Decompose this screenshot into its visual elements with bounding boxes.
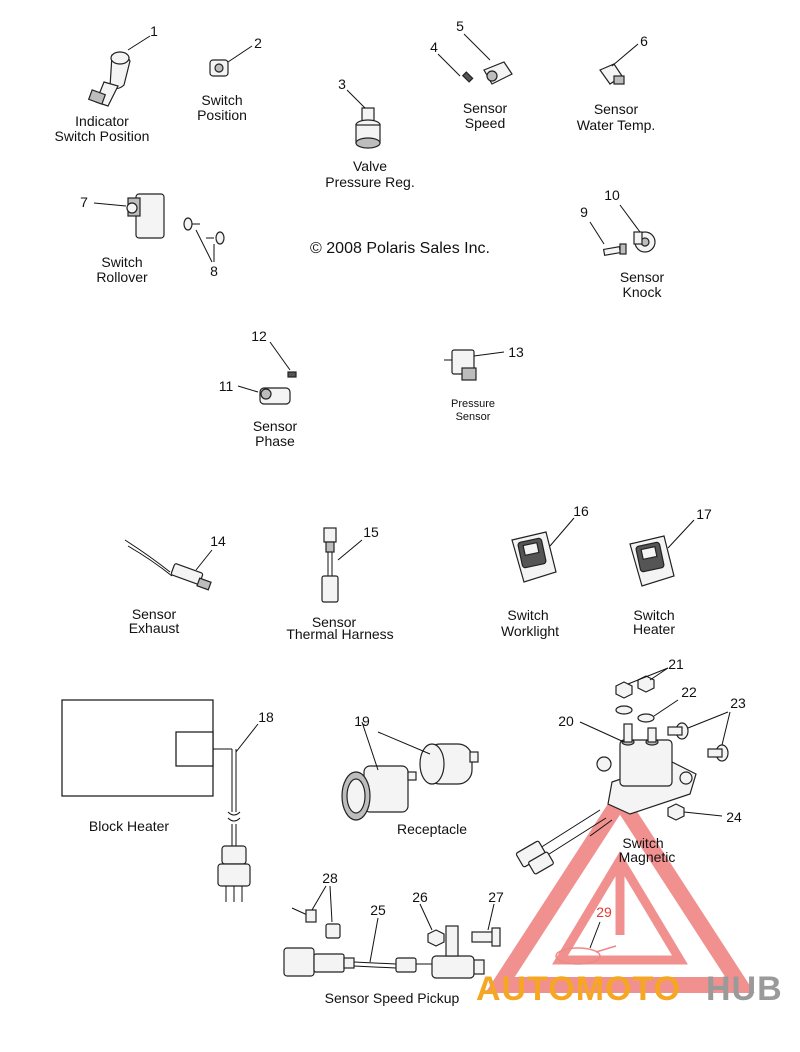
part-number-4: 4 <box>430 39 438 55</box>
part-label-7-line-2: Rollover <box>96 269 148 285</box>
part-label-17-line-2: Heater <box>633 621 675 637</box>
part-number-23: 23 <box>730 695 746 711</box>
part-label-25: Sensor Speed Pickup <box>325 990 460 1006</box>
part-20-switch-magnetic: 20 Switch Magnetic <box>515 713 697 875</box>
copyright-text: © 2008 Polaris Sales Inc. <box>310 240 490 257</box>
part-number-21: 21 <box>668 656 684 672</box>
part-label-2-line-1: Switch <box>201 92 242 108</box>
part-label-1-line-2: Switch Position <box>55 128 150 144</box>
part-number-8: 8 <box>210 263 218 279</box>
part-label-5-line-2: Speed <box>465 115 505 131</box>
part-23-bolts: 23 <box>667 695 746 762</box>
part-24-nut: 24 <box>596 756 742 825</box>
part-18-block-heater: 18 Block Heater <box>61 699 274 902</box>
part-label-2-line-2: Position <box>197 107 247 123</box>
part-number-28: 28 <box>322 870 338 886</box>
part-label-3-line-2: Pressure Reg. <box>325 174 414 190</box>
part-10-sensor-knock: 10 Sensor Knock <box>604 187 664 300</box>
part-5-sensor-speed: 5 Sensor Speed <box>456 18 513 131</box>
part-number-14: 14 <box>210 533 226 549</box>
part-label-15-line-2: Thermal Harness <box>286 626 393 642</box>
part-27-bolt: 27 <box>471 889 504 947</box>
part-16-switch-worklight: 16 Switch Worklight <box>501 503 589 639</box>
part-number-15: 15 <box>363 524 379 540</box>
part-number-10: 10 <box>604 187 620 203</box>
part-number-7: 7 <box>80 194 88 210</box>
part-8-screws: 8 <box>183 217 225 279</box>
part-number-24: 24 <box>726 809 742 825</box>
part-number-26: 26 <box>412 889 428 905</box>
part-number-1: 1 <box>150 23 158 39</box>
part-6-sensor-water-temp: 6 Sensor Water Temp. <box>577 33 656 133</box>
part-14-sensor-exhaust: 14 Sensor Exhaust <box>124 533 226 636</box>
part-label-18: Block Heater <box>89 818 169 834</box>
part-label-1-line-1: Indicator <box>75 113 129 129</box>
part-9-bolt: 9 <box>580 204 627 257</box>
part-label-7-line-1: Switch <box>101 254 142 270</box>
part-29-cable-tie: 29 <box>555 904 617 965</box>
part-number-27: 27 <box>488 889 504 905</box>
part-11-sensor-phase: 11 Sensor Phase <box>219 378 298 449</box>
part-label-3-line-1: Valve <box>353 158 387 174</box>
part-label-14-line-2: Exhaust <box>129 620 180 636</box>
watermark-text: AUTOMOTO HUB <box>476 970 783 1008</box>
part-label-20-line-1: Switch <box>622 835 663 851</box>
part-label-11-line-2: Phase <box>255 433 295 449</box>
part-number-9: 9 <box>580 204 588 220</box>
part-label-15-line-1: Sensor <box>312 614 357 630</box>
part-number-5: 5 <box>456 18 464 34</box>
part-number-29: 29 <box>596 904 612 920</box>
part-3-valve-pressure-reg: 3 Valve Pressure Reg. <box>325 76 414 190</box>
part-label-10-line-1: Sensor <box>620 269 665 285</box>
part-number-3: 3 <box>338 76 346 92</box>
part-number-12: 12 <box>251 328 267 344</box>
part-1-indicator-switch-position: 1 Indicator Switch Position <box>55 23 159 144</box>
part-7-switch-rollover: 7 Switch Rollover <box>80 193 165 285</box>
part-label-20-line-2: Magnetic <box>619 849 676 865</box>
part-label-16-line-1: Switch <box>507 607 548 623</box>
part-label-17-line-1: Switch <box>633 607 674 623</box>
watermark-logo <box>485 785 755 993</box>
watermark-part1: AUTOMOTO <box>476 970 681 1008</box>
part-label-10-line-2: Knock <box>623 284 663 300</box>
part-19-receptacle: 19 Receptacle <box>341 713 479 837</box>
part-label-19: Receptacle <box>397 821 467 837</box>
part-13-pressure-sensor: 13 Pressure Sensor <box>444 344 524 423</box>
part-number-18: 18 <box>258 709 274 725</box>
part-number-20: 20 <box>558 713 574 729</box>
part-label-13-line-1: Pressure <box>451 398 495 410</box>
part-25-sensor-speed-pickup: 25 Sensor Speed Pickup <box>283 902 485 1006</box>
part-number-16: 16 <box>573 503 589 519</box>
part-label-6-line-1: Sensor <box>594 101 639 117</box>
part-number-22: 22 <box>681 684 697 700</box>
part-label-6-line-2: Water Temp. <box>577 117 656 133</box>
part-12-screw: 12 <box>251 328 297 378</box>
part-number-11: 11 <box>219 378 234 394</box>
part-number-2: 2 <box>254 35 262 51</box>
part-2-switch-position: 2 Switch Position <box>197 35 262 123</box>
part-4-screw: 4 <box>430 39 474 83</box>
part-26-nut: 26 <box>412 889 445 947</box>
watermark-part2: HUB <box>706 970 783 1008</box>
part-22-washers: 22 <box>615 684 697 723</box>
part-number-25: 25 <box>370 902 386 918</box>
part-label-5-line-1: Sensor <box>463 100 508 116</box>
part-label-13-line-2: Sensor <box>456 411 491 423</box>
part-15-sensor-thermal-harness: 15 Sensor Thermal Harness <box>286 524 393 642</box>
part-label-16-line-2: Worklight <box>501 623 559 639</box>
part-number-19: 19 <box>354 713 370 729</box>
part-number-17: 17 <box>696 506 712 522</box>
part-number-13: 13 <box>508 344 524 360</box>
part-21-nuts: 21 <box>615 656 684 699</box>
part-17-switch-heater: 17 Switch Heater <box>629 506 712 637</box>
part-28-clips: 28 <box>291 870 341 939</box>
part-number-6: 6 <box>640 33 648 49</box>
part-label-11-line-1: Sensor <box>253 418 298 434</box>
part-label-14-line-1: Sensor <box>132 606 177 622</box>
